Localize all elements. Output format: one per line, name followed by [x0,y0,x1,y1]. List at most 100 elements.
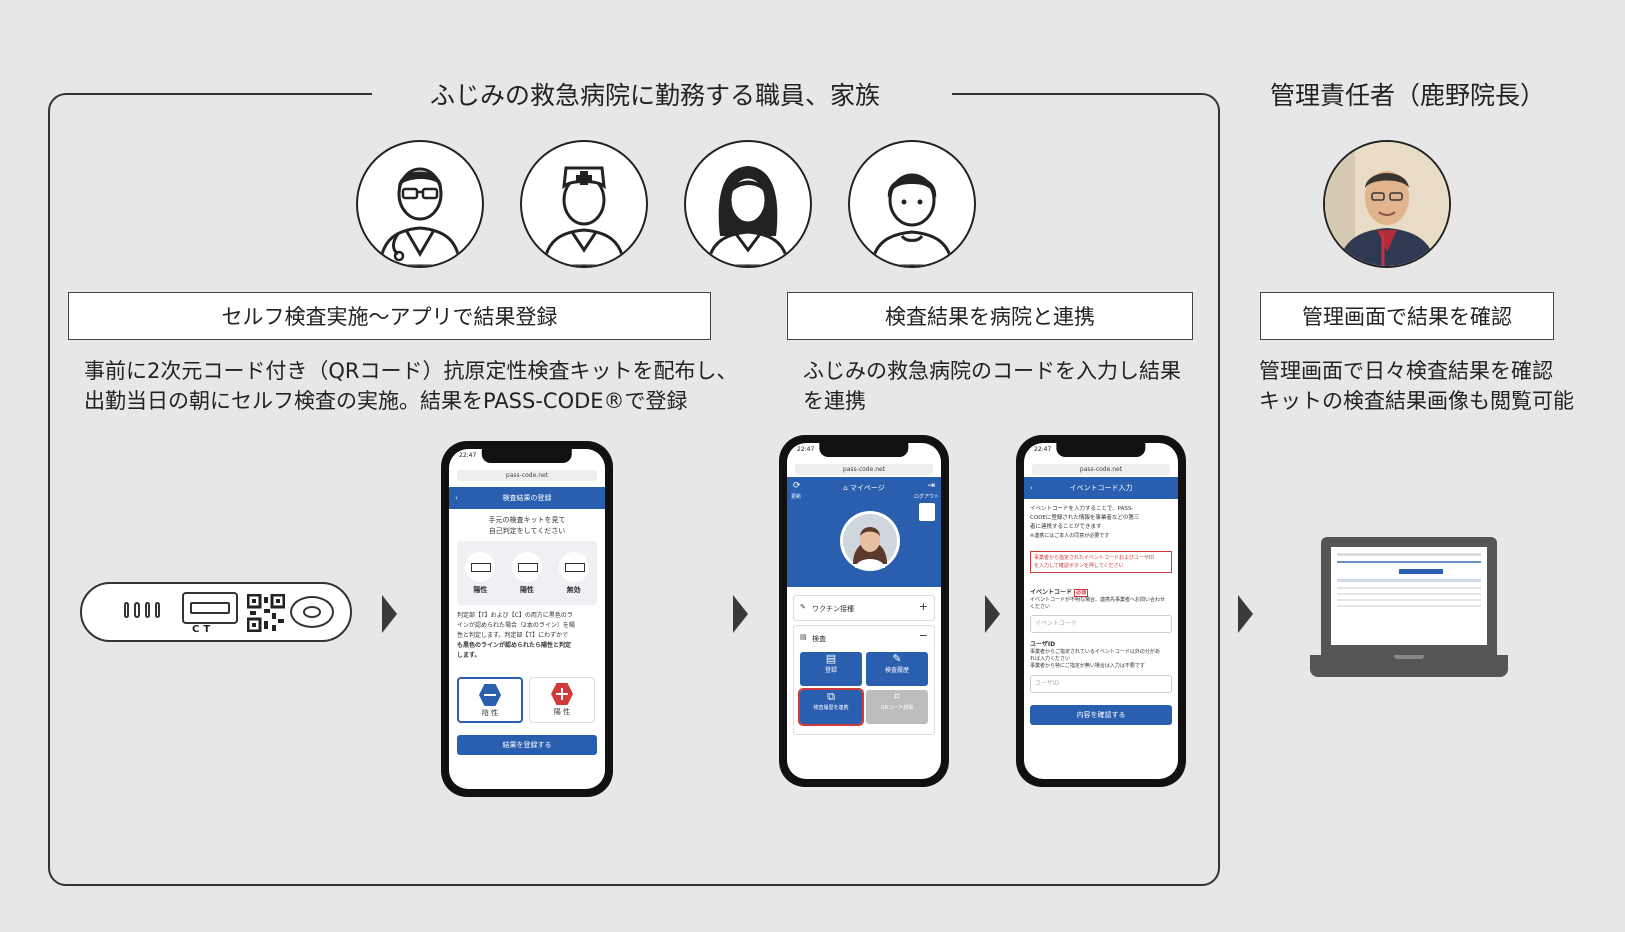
body-line: インが認められた場合（2本のライン）を陽 [457,622,575,629]
option-positive[interactable]: 陽性 [511,551,542,595]
status-time: 22:47 [459,452,477,459]
tile-qr-scan[interactable]: ⌗QRコード読取 [866,690,928,724]
user-id-label: ユーザID [1030,641,1056,648]
frame-title-gap [372,86,952,102]
confirm-button[interactable]: 内容を確認する [1030,705,1172,725]
refresh-label: 更新 [791,494,802,500]
help-line: イベントコードが不明な場合、連携先事業者へお問い合わせ [1030,597,1166,603]
manager-section-title: 管理責任者（鹿野院長） [1270,81,1546,110]
url-bar[interactable]: pass-code.net [1032,464,1170,475]
flow-arrow-icon [985,595,1000,633]
help-line: ください [1030,604,1051,610]
body-line: 性と判定します。判定部【T】にわずかで [457,632,569,639]
tile-label: 検査履歴 [884,667,909,674]
instruction-line: 自己判定をしてください [488,527,566,535]
event-code-input[interactable]: イベントコード [1030,615,1172,633]
test-section: ▤ 検査 − ▤登録 ✎検査履歴 ⧉検査履歴を連携 ⌗QRコード読取 [793,625,935,735]
laptop-base [1310,655,1508,677]
negative-label: 陰 性 [481,709,499,717]
warning-box: 事業者から指定されたイベントコードおよびユーザID を入力して確認ボタンを押して… [1030,551,1172,573]
tile-label: QRコード読取 [880,705,914,711]
logout-icon[interactable]: ⇥ [927,481,935,491]
desc-line: ふじみの救急病院のコードを入力し結果 [803,359,1181,383]
kit-grip-icon [124,602,160,622]
screen-title: イベントコード入力 [1069,484,1133,492]
body-line: も黒色のラインが認められたら陽性と判定 [457,642,572,649]
back-icon[interactable]: ‹ [1030,484,1033,492]
help-line: 事業者からご指定されているイベントコード以外の分があ [1030,649,1160,655]
url-bar[interactable]: pass-code.net [457,470,597,481]
tile-label: 検査履歴を連携 [813,705,849,711]
mypage-title: ⌂ マイページ [843,484,885,492]
screen-title: マイページ [849,484,885,492]
user-id-input[interactable]: ユーザID [1030,675,1172,693]
tile-history[interactable]: ✎検査履歴 [866,652,928,686]
doctor-icon [356,140,484,268]
tile-register[interactable]: ▤登録 [800,652,862,686]
desc-line: キットの検査結果画像も閲覧可能 [1259,389,1574,413]
intro-line: CODEに登録された情報を事業者などの第三 [1030,515,1140,521]
kit-ct-marks: CT [192,624,215,635]
phone-event-code: 22:47 pass-code.net ‹ イベントコード入力 イベントコードを… [1016,435,1186,787]
option-invalid[interactable]: 無効 [558,551,589,595]
instruction-text: 手元の検査キットを見て 自己判定をしてください [449,515,605,537]
option-label: 無効 [566,585,581,594]
warning-line: 事業者から指定されたイベントコードおよびユーザID [1034,555,1155,561]
option-label: 陽性 [519,585,534,594]
back-icon[interactable]: ‹ [455,494,458,502]
laptop-icon [1321,537,1497,655]
required-badge: 必須 [1074,589,1089,597]
clipboard-icon: ▤ [800,633,807,641]
antigen-test-kit: CT [80,582,352,642]
nurse-icon [520,140,648,268]
event-code-label: イベントコード 必須 [1030,587,1089,597]
refresh-icon[interactable]: ⟳ [793,481,801,491]
judgement-text: 判定部【T】および【C】の両方に黒色のラ インが認められた場合（2本のライン）を… [457,611,599,661]
flow-arrow-icon [733,595,748,633]
syringe-icon: ✎ [800,603,806,611]
positive-label: 陽 性 [553,708,571,716]
staff-section-title: ふじみの救急病院に勤務する職員、家族 [430,81,881,110]
screen-header: ‹ イベントコード入力 [1024,477,1178,499]
option-label: 陽性 [473,585,488,594]
step-check-results-desc: 管理画面で日々検査結果を確認 キットの検査結果画像も閲覧可能 [1259,356,1574,416]
positive-button[interactable]: 陽 性 [529,677,595,723]
admin-dashboard-screen [1331,547,1487,645]
desc-line: を連携 [803,389,866,413]
body-line: 判定部【T】および【C】の両方に黒色のラ [457,612,573,619]
user-id-help: 事業者からご指定されているイベントコード以外の分があ れば入力ください 事業者か… [1030,649,1174,670]
consent-note: ※連携にはご本人の同意が必要です [1030,533,1110,539]
profile-banner: ⟳ 更新 ⌂ マイページ ⇥ ログアウト [787,477,941,587]
desc-line: 事前に2次元コード付き（QRコード）抗原定性検査キットを配布し、 [84,359,738,383]
intro-text: イベントコードを入力することで、PASS- CODEに登録された情報を事業者など… [1030,505,1174,541]
instruction-line: 手元の検査キットを見て [488,516,566,524]
user-photo [840,511,900,571]
desc-line: 出勤当日の朝にセルフ検査の実施。結果をPASS-CODE®で登録 [84,389,688,413]
plus-icon [551,683,573,705]
tile-label: 登録 [824,667,837,674]
menu-icon[interactable] [919,503,935,521]
negative-button[interactable]: 陰 性 [457,677,523,723]
collapse-icon[interactable]: − [918,629,928,642]
step-link-hospital-desc: ふじみの救急病院のコードを入力し結果 を連携 [803,356,1181,416]
qr-code-icon [247,594,285,632]
expand-icon[interactable]: + [918,600,928,613]
woman-icon [684,140,812,268]
register-result-button[interactable]: 結果を登録する [457,735,597,755]
minus-icon [479,684,501,706]
tile-link-history[interactable]: ⧉検査履歴を連携 [798,688,864,726]
step-self-test-label: セルフ検査実施〜アプリで結果登録 [68,292,711,340]
director-photo [1323,140,1451,268]
url-bar[interactable]: pass-code.net [795,464,933,475]
option-positive[interactable]: 陽性 [465,551,496,595]
phone-result-registration: 22:47 pass-code.net ‹ 検査結果の登録 手元の検査キットを見… [441,441,613,797]
event-code-help: イベントコードが不明な場合、連携先事業者へお問い合わせ ください [1030,597,1174,611]
kit-sample-well [290,596,334,628]
logout-label: ログアウト [913,494,939,500]
vaccine-row[interactable]: ✎ ワクチン接種 + [793,595,935,621]
test-label: 検査 [812,635,826,643]
desc-line: 管理画面で日々検査結果を確認 [1259,359,1553,383]
warning-line: を入力して確認ボタンを押してください [1034,563,1124,569]
phone-my-page: 22:47 pass-code.net ⟳ 更新 ⌂ マイページ ⇥ ログアウト… [779,435,949,787]
status-time: 22:47 [1034,446,1052,453]
